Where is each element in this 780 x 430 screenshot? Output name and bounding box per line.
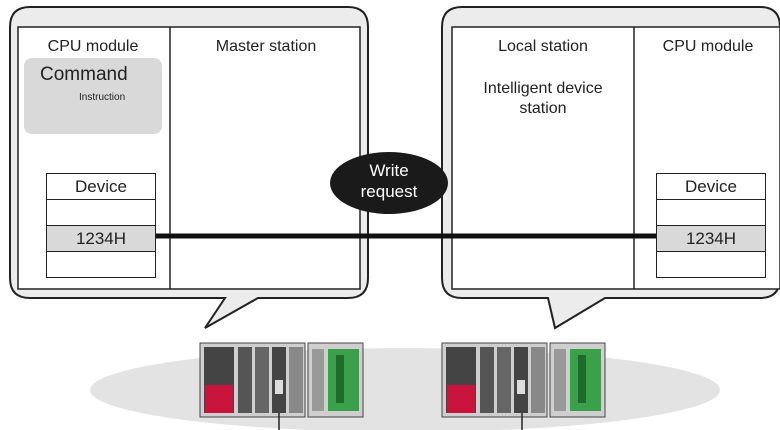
command-box [24, 58, 162, 134]
local-plc [441, 342, 606, 430]
local-device-value: 1234H [657, 226, 765, 252]
master-device-header: Device [47, 174, 155, 200]
instruction-label: Instruction [79, 92, 126, 103]
local-cpu-label: CPU module [662, 38, 754, 55]
master-device-table: Device 1234H [46, 173, 156, 278]
write-request-bubble [330, 152, 448, 214]
master-cpu-label: CPU module [47, 38, 139, 55]
master-station-label: Master station [215, 38, 317, 55]
command-title: Command [40, 64, 128, 85]
network-ground [90, 348, 720, 430]
local-device-row [657, 252, 765, 277]
write-request-line1: Write [369, 161, 409, 180]
write-request-text: Write request [330, 160, 448, 202]
write-request-line2: request [360, 182, 418, 201]
local-device-table: Device 1234H [656, 173, 766, 278]
master-device-value: 1234H [47, 226, 155, 252]
intelligent-device-label-line1: Intelligent device [483, 80, 603, 97]
local-device-header: Device [657, 174, 765, 200]
local-station-label: Local station [498, 38, 588, 55]
master-device-row [47, 252, 155, 277]
master-device-row [47, 200, 155, 226]
local-device-row [657, 200, 765, 226]
intelligent-device-label-line2: station [519, 100, 567, 117]
master-plc [199, 342, 364, 430]
